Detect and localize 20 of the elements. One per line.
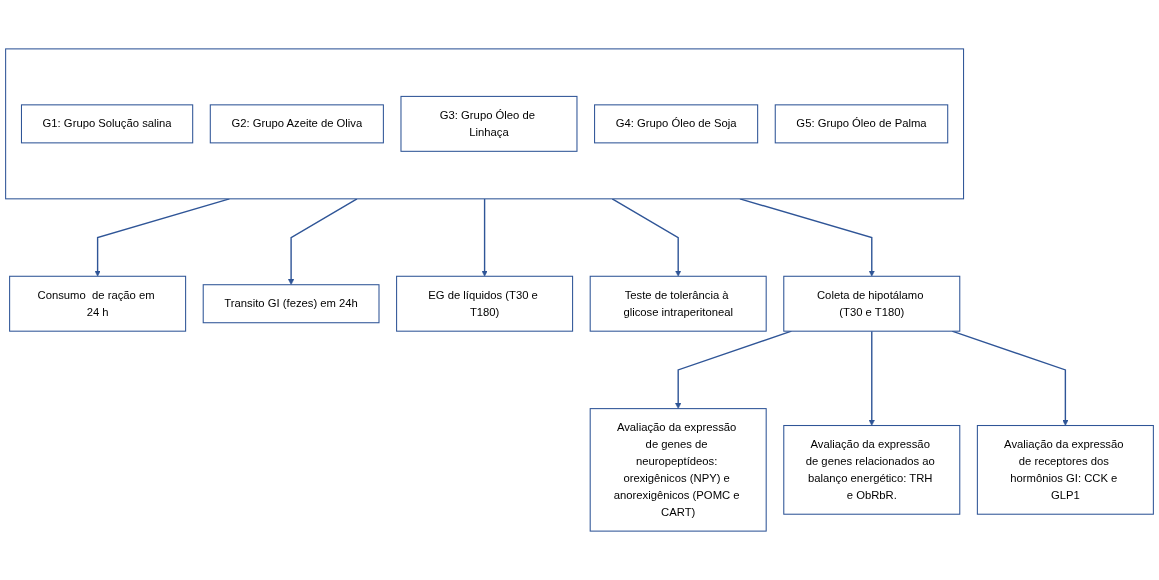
node-box: Avaliação da expressão de receptores dos hormônios GI: CCK e GLP1 — [976, 425, 1154, 515]
node-box: G3: Grupo Óleo de Linhaça — [400, 95, 578, 152]
node-box: Avaliação da expressão de genes de neuropeptídeos: orexigênicos (NPY) e anorexigênicos (POMC e CART) — [589, 408, 767, 532]
arrow — [611, 198, 682, 277]
node-box: EG de líquidos (T30 e T180) — [396, 275, 574, 332]
arrow — [739, 198, 875, 277]
node-box: Teste de tolerância à glicose intraperitoneal — [589, 275, 767, 332]
arrow — [481, 198, 488, 277]
node-box: Avaliação da expressão de genes relacionados ao balanço energético: TRH e ObRbR. — [783, 425, 961, 515]
node-box: Transito GI (fezes) em 24h — [202, 284, 380, 324]
node-box: G1: Grupo Solução salina — [20, 104, 194, 144]
cluster — [5, 48, 965, 200]
node-box: Coleta de hipotálamo (T30 e T180) — [783, 275, 961, 332]
node-box: G2: Grupo Azeite de Oliva — [209, 104, 384, 144]
arrow — [288, 198, 358, 285]
arrow — [94, 198, 231, 277]
node-box: G4: Grupo Óleo de Soja — [594, 104, 759, 144]
arrow — [868, 330, 875, 426]
node-box: Consumo de ração em 24 h — [9, 275, 187, 332]
node-box: G5: Grupo Óleo de Palma — [774, 104, 949, 144]
